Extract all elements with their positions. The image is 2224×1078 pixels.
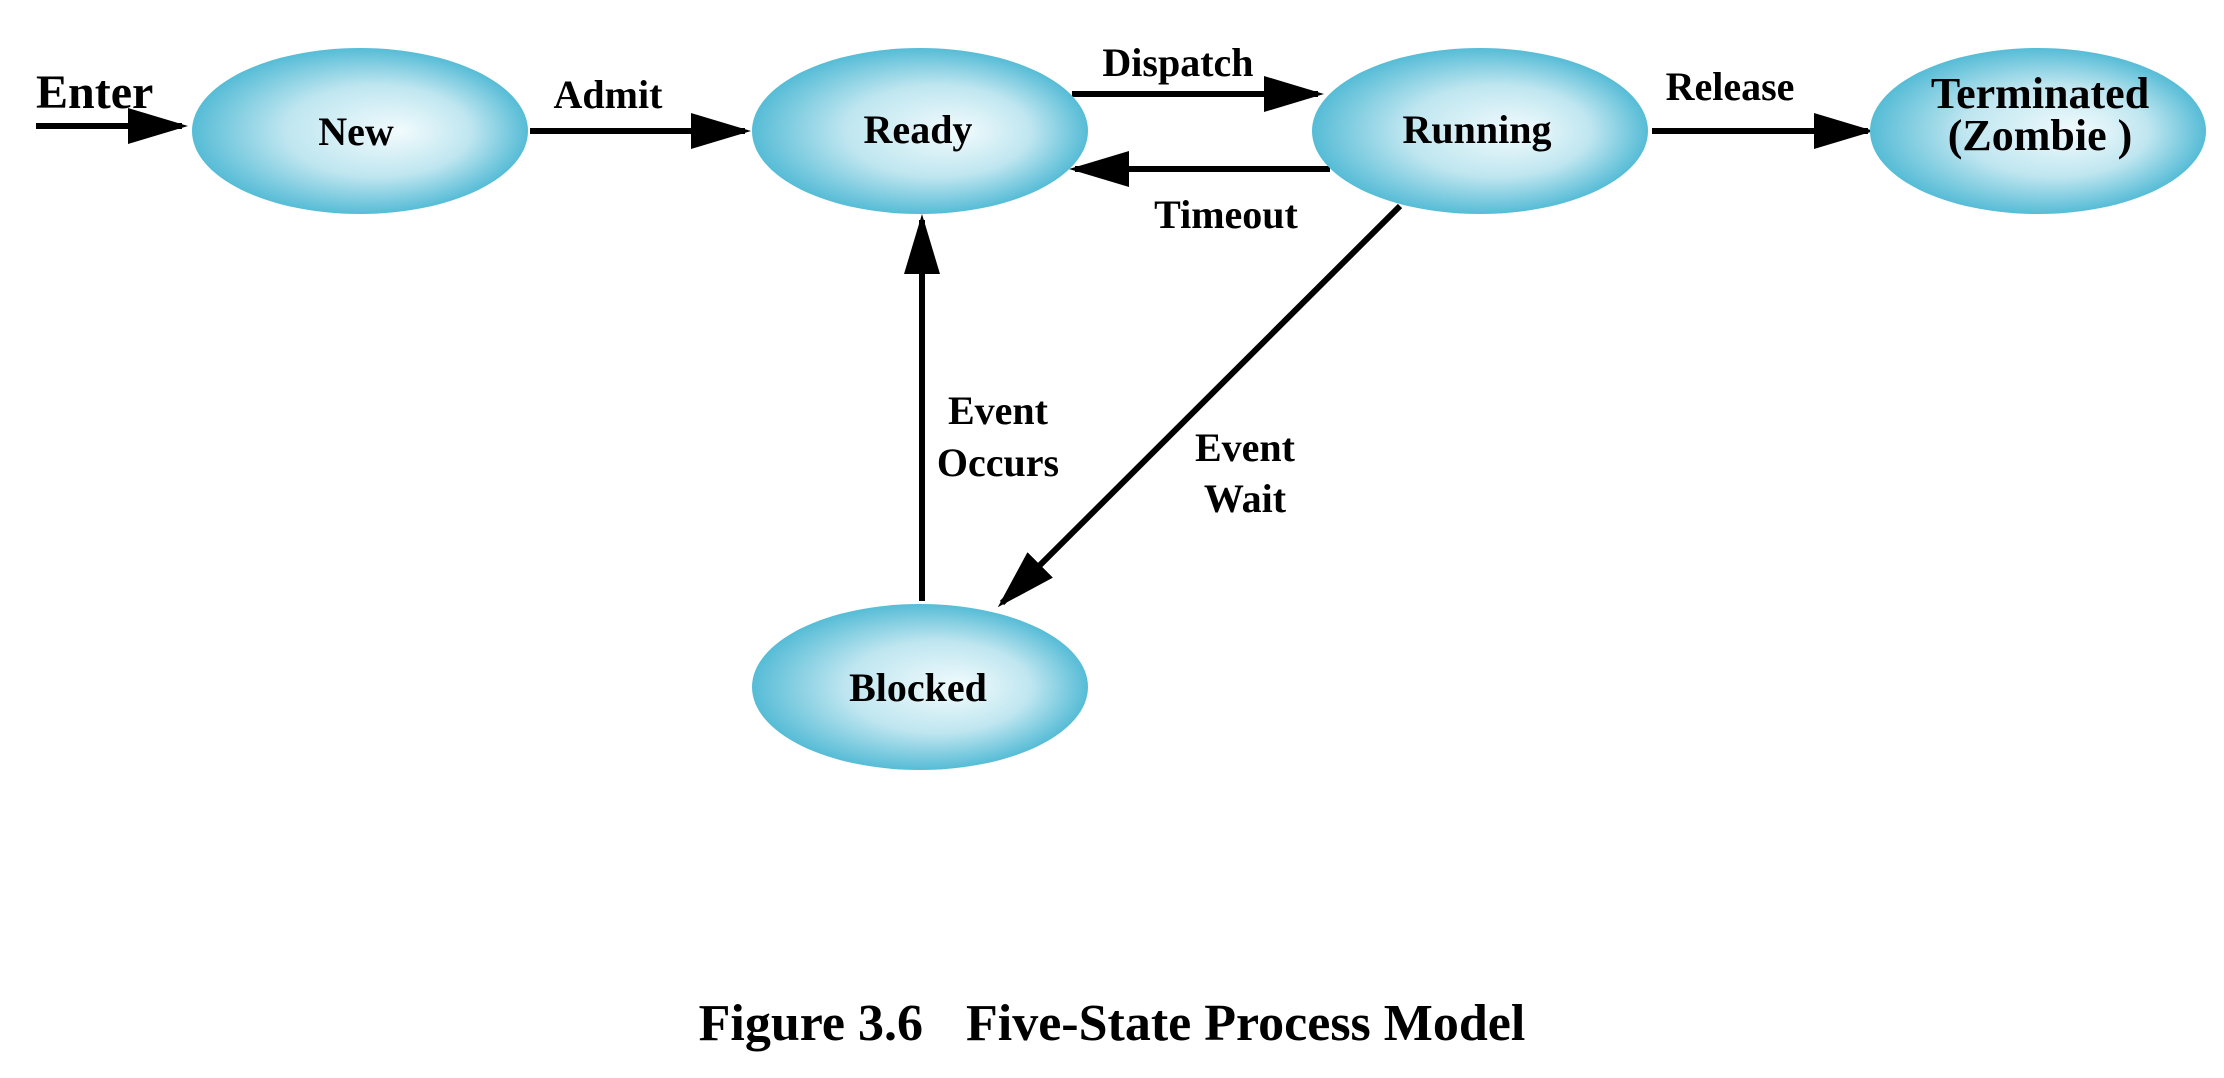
state-ready: Ready <box>752 48 1088 214</box>
event-wait-arrow <box>997 203 1403 608</box>
event-wait-label-line1: Event <box>1195 425 1296 470</box>
admit-label: Admit <box>554 72 664 117</box>
state-terminated-label-line2: (Zombie ) <box>1948 111 2133 160</box>
timeout-label: Timeout <box>1154 192 1298 237</box>
state-blocked-label: Blocked <box>849 665 987 710</box>
state-terminated: Terminated (Zombie ) <box>1870 48 2206 214</box>
edge-labels: Enter Admit Dispatch Timeout Release Eve… <box>36 40 1794 521</box>
dispatch-label: Dispatch <box>1102 40 1253 85</box>
state-running-label: Running <box>1403 107 1552 152</box>
state-ready-shape <box>752 48 1088 214</box>
state-new-label: New <box>318 109 394 154</box>
state-terminated-label-line1: Terminated <box>1931 69 2149 118</box>
enter-label: Enter <box>36 66 153 119</box>
edges <box>36 76 1874 608</box>
state-terminated-shape <box>1870 48 2206 214</box>
event-occurs-label-line2: Occurs <box>937 440 1059 485</box>
release-label: Release <box>1666 64 1795 109</box>
state-blocked-shape <box>752 604 1088 770</box>
state-blocked: Blocked <box>752 604 1088 770</box>
figure-number: Figure 3.6 <box>699 995 923 1052</box>
figure-title: Five-State Process Model <box>966 995 1525 1052</box>
state-running: Running <box>1312 48 1648 214</box>
state-new-shape <box>192 48 528 214</box>
state-running-shape <box>1312 48 1648 214</box>
state-ready-label: Ready <box>864 107 973 152</box>
event-wait-label-line2: Wait <box>1204 476 1287 521</box>
figure-caption: Figure 3.6 Five-State Process Model <box>699 995 1526 1052</box>
event-occurs-label-line1: Event <box>948 388 1049 433</box>
state-new: New <box>192 48 528 214</box>
